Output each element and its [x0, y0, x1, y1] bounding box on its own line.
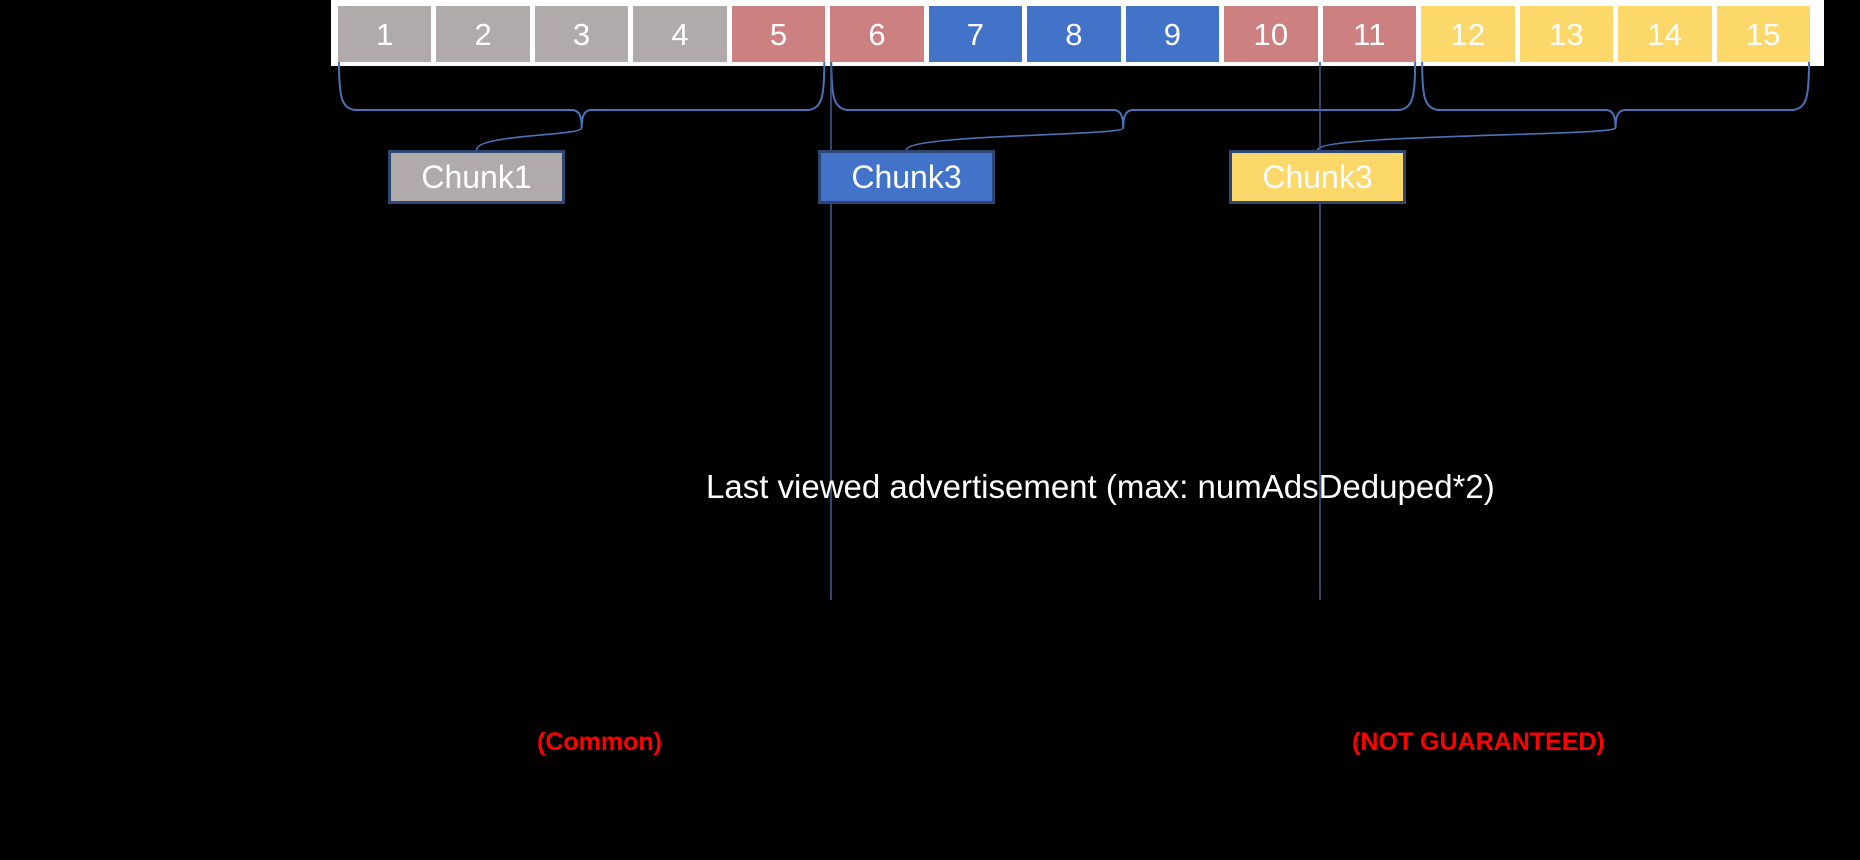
ad-cell-6: 6	[830, 6, 924, 62]
ad-cell-5: 5	[731, 6, 826, 62]
brace-group	[338, 61, 1810, 129]
chunk-box-1-gray: Chunk1	[388, 150, 565, 204]
chunk-box-2-blue: Chunk3	[818, 150, 995, 204]
brace-chunk3-yellow	[1421, 61, 1810, 129]
ad-cell-15: 15	[1716, 6, 1810, 62]
note-not-guaranteed: (NOT GUARANTEED)	[1352, 728, 1605, 756]
ad-cell-9: 9	[1125, 6, 1220, 62]
ad-cell-11: 11	[1322, 6, 1417, 62]
leader-line-2	[905, 127, 1125, 151]
ad-cell-12: 12	[1421, 6, 1515, 62]
leader-line-1	[475, 127, 583, 151]
ad-cell-4: 4	[633, 6, 727, 62]
ad-cell-8: 8	[1027, 6, 1121, 62]
leader-line-group	[475, 127, 1617, 151]
brace-chunk1	[338, 61, 826, 129]
chunk-box-3-yellow: Chunk3	[1229, 150, 1406, 204]
ad-cell-14: 14	[1618, 6, 1712, 62]
ad-cell-1: 1	[338, 6, 432, 62]
caption-last-viewed-advertisement: Last viewed advertisement (max: numAdsDe…	[706, 468, 1495, 505]
ad-cell-10: 10	[1224, 6, 1318, 62]
divider-group	[830, 62, 1321, 600]
leader-line-3	[1316, 127, 1617, 151]
ad-cell-13: 13	[1519, 6, 1614, 62]
ad-cell-3: 3	[534, 6, 629, 62]
brace-chunk3-blue	[830, 61, 1417, 129]
ad-cell-7: 7	[928, 6, 1023, 62]
ad-cell-2: 2	[436, 6, 530, 62]
note-common: (Common)	[537, 728, 662, 756]
